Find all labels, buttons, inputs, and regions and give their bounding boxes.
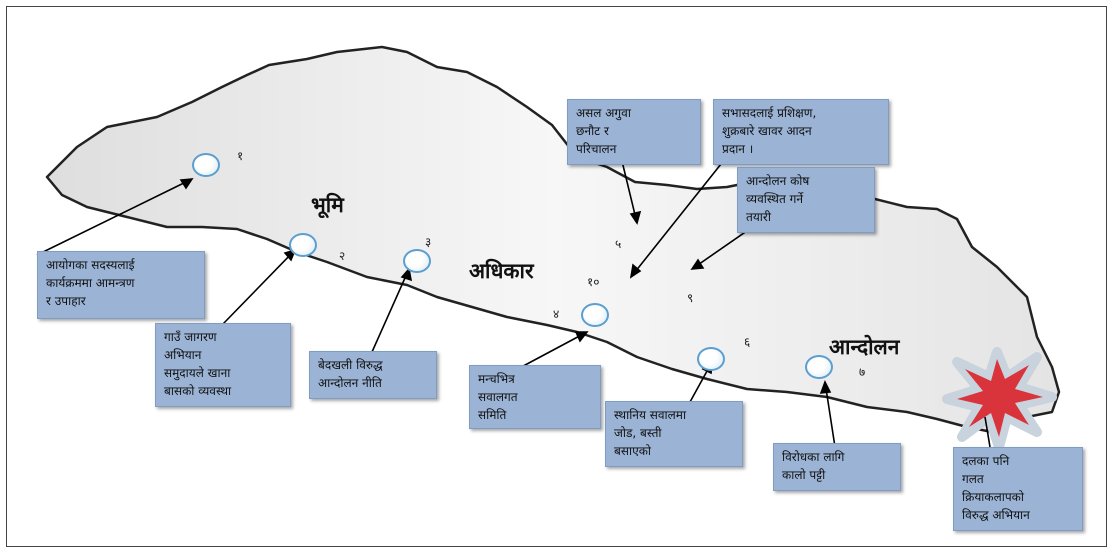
node-3-label: ३ [425, 235, 432, 249]
keyword-rights: अधिकार [469, 258, 534, 283]
node-4-label: ४ [553, 307, 560, 321]
box-village-campaign: गाउँ जागरण अभियान समुदायले खाना बासको व्… [155, 323, 291, 407]
keyword-movement: आन्दोलन [829, 334, 900, 359]
box-eviction-policy: बेदखली विरुद्ध आन्दोलन नीति [309, 351, 437, 399]
diagram-frame: १ २ ३ ४ ५ ६ ७ ९ १० भूमि अधिकार आन्दोलन आ… [6, 6, 1107, 547]
node-7-label: ७ [859, 365, 866, 379]
box-black-band: विरोधका लागि कालो पट्टी [773, 443, 901, 491]
box-issue-committee: मन्चभित्र सवालगत समिति [469, 365, 601, 429]
node-6-label: ६ [744, 335, 751, 349]
node-9-label: ९ [687, 291, 694, 305]
node-1-label: १ [237, 149, 244, 163]
node-7-circle [805, 355, 833, 379]
node-6-circle [697, 347, 725, 371]
box-movement-fund: आन्दोलन कोष व्यवस्थित गर्ने तयारी [737, 167, 875, 233]
nepal-map [36, 45, 1061, 452]
node-2-label: २ [339, 249, 346, 263]
box-leader-selection: असल अगुवा छनौट र परिचालन [567, 99, 701, 165]
node-3-circle [403, 249, 431, 273]
map-outline [45, 45, 1061, 434]
node-10-label: १० [587, 275, 600, 289]
box-party-campaign: दलका पनि गलत क्रियाकलापको विरुद्ध अभियान [953, 447, 1083, 531]
node-5-label: ५ [615, 237, 622, 251]
node-2-circle [289, 233, 317, 257]
box-local-issues: स्थानिय सवालमा जोड, बस्ती बसाएको [605, 401, 743, 467]
node-4-circle [581, 303, 609, 327]
node-1-circle [192, 153, 220, 177]
keyword-land: भूमि [311, 192, 344, 217]
box-member-training: सभासदलाई प्रशिक्षण, शुक्रबारे खावर आदन प… [713, 99, 889, 165]
box-commission-invite: आयोगका सदस्यलाई कार्यक्रममा आमन्त्रण र उ… [37, 251, 205, 319]
